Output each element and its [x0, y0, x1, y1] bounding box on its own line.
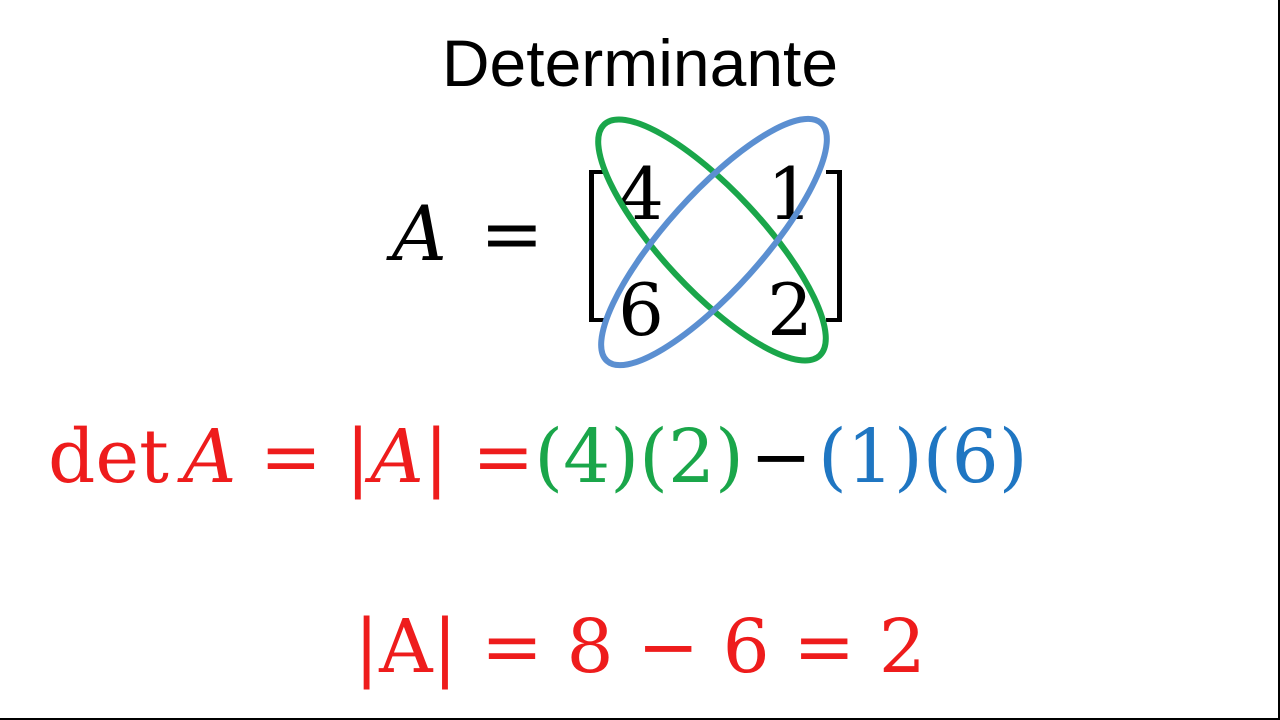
result-equation: |A| = 8 − 6 = 2	[354, 604, 926, 690]
matrix-variable: A	[392, 189, 447, 278]
det-absolute-value: |A|	[345, 414, 449, 500]
matrix-left-bracket	[589, 170, 605, 322]
matrix-cell-r2c1: 6	[618, 268, 664, 352]
slide-title: Determinante	[441, 26, 839, 100]
matrix-cell-r2c2: 2	[767, 268, 813, 352]
matrix-cell-r1c2: 1	[767, 152, 813, 236]
det-operator: det	[48, 414, 169, 500]
anti-diagonal-ellipse	[598, 115, 830, 369]
main-diagonal-product: (4)(2)	[534, 414, 744, 500]
matrix-cell-r1c1: 4	[618, 152, 664, 236]
det-equals-2: =	[448, 414, 535, 500]
det-equals-1: =	[236, 414, 346, 500]
anti-diagonal-product: (1)(6)	[817, 414, 1028, 500]
det-variable: A	[182, 414, 237, 500]
matrix-equals-sign: =	[480, 189, 544, 278]
matrix-right-bracket	[826, 170, 842, 322]
minus-sign: −	[749, 414, 812, 500]
